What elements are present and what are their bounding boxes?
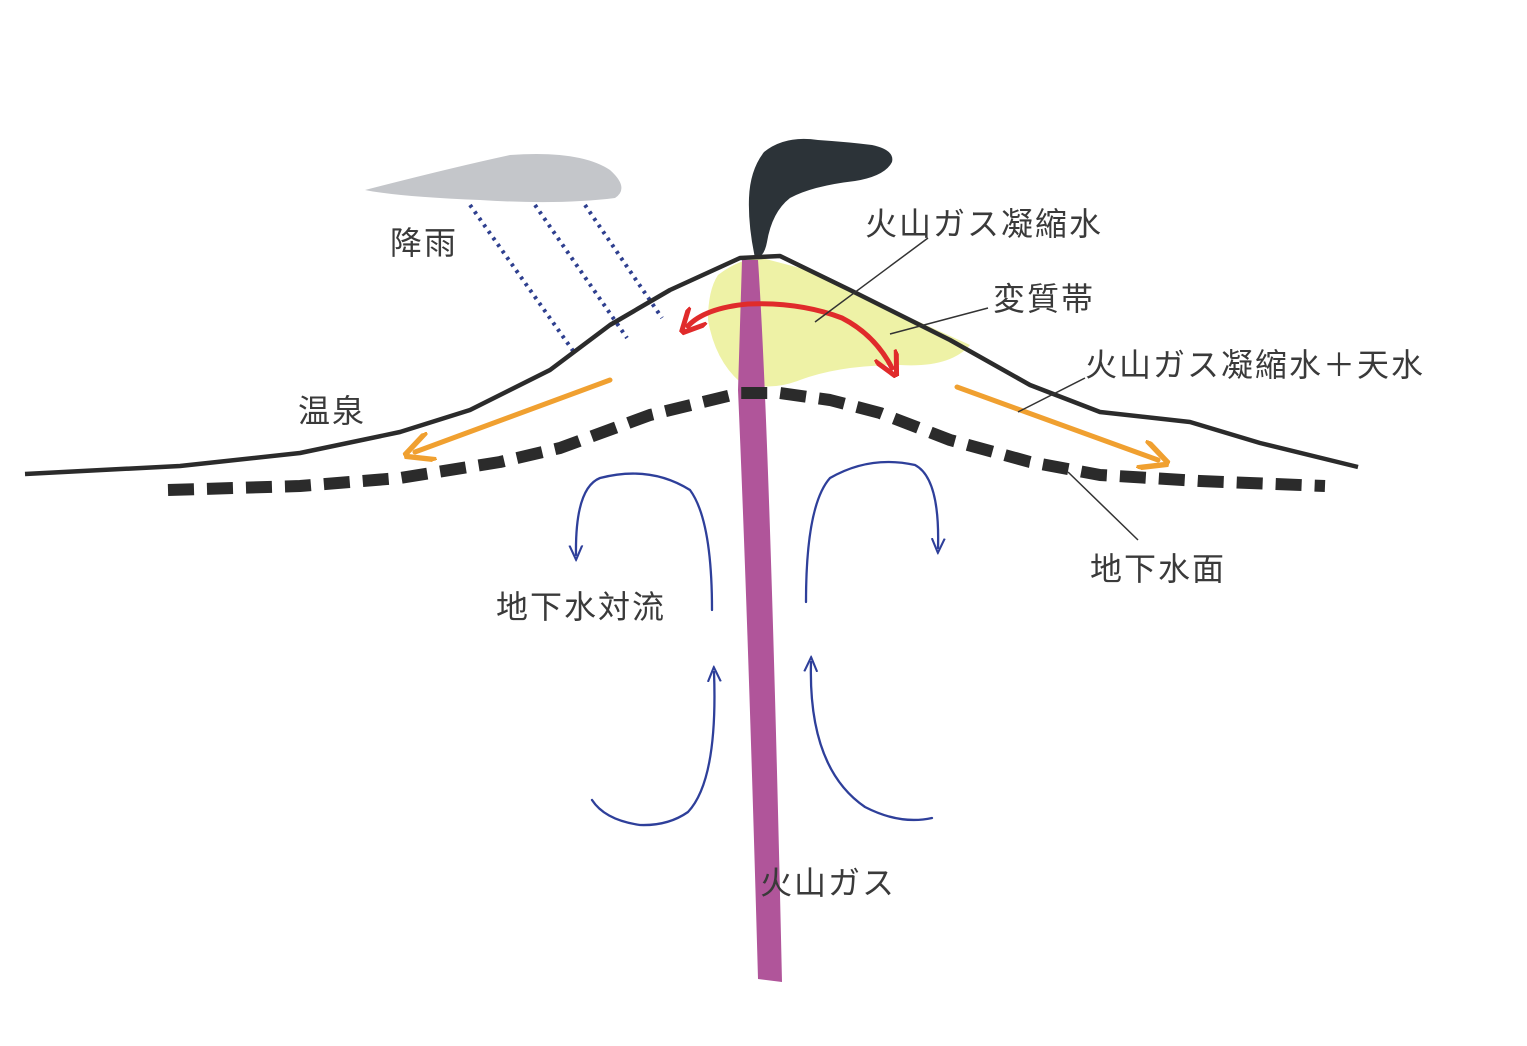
ground-surface-line [24, 253, 1359, 477]
convection-arrow-lower-left [590, 672, 714, 827]
label-volcanic-gas: 火山ガス [760, 864, 896, 902]
convection-arrow-upper-left [576, 472, 714, 612]
label-hot-spring: 温泉 [298, 392, 366, 430]
convection-arrow-lower-right [811, 662, 934, 822]
leader-line-alteration-zone [889, 307, 989, 335]
leader-line-condensate-plus-meteoric [1017, 377, 1086, 413]
leader-line-condensate [814, 237, 929, 323]
leader-line-water-table [1067, 471, 1139, 541]
label-condensate: 火山ガス凝縮水 [865, 205, 1103, 243]
orange-flow-arrow-left [415, 377, 613, 452]
orange-flow-arrow-right [954, 384, 1158, 460]
groundwater-convection-arrows [576, 460, 938, 827]
label-groundwater-convection: 地下水対流 [496, 588, 666, 626]
red-condensate-flow-arrow [688, 301, 892, 368]
label-alteration-zone: 変質帯 [993, 280, 1095, 318]
leader-lines [814, 237, 1139, 541]
label-rain: 降雨 [390, 224, 458, 262]
volcanic-gas-conduit [738, 260, 782, 982]
rain-streaks [468, 203, 664, 357]
convection-arrow-upper-right [804, 460, 938, 604]
volcanic-plume [748, 138, 893, 258]
label-water-table: 地下水面 [1090, 550, 1226, 588]
cloud-shape [365, 154, 622, 203]
label-condensate-plus-meteoric: 火山ガス凝縮水＋天水 [1085, 346, 1425, 384]
